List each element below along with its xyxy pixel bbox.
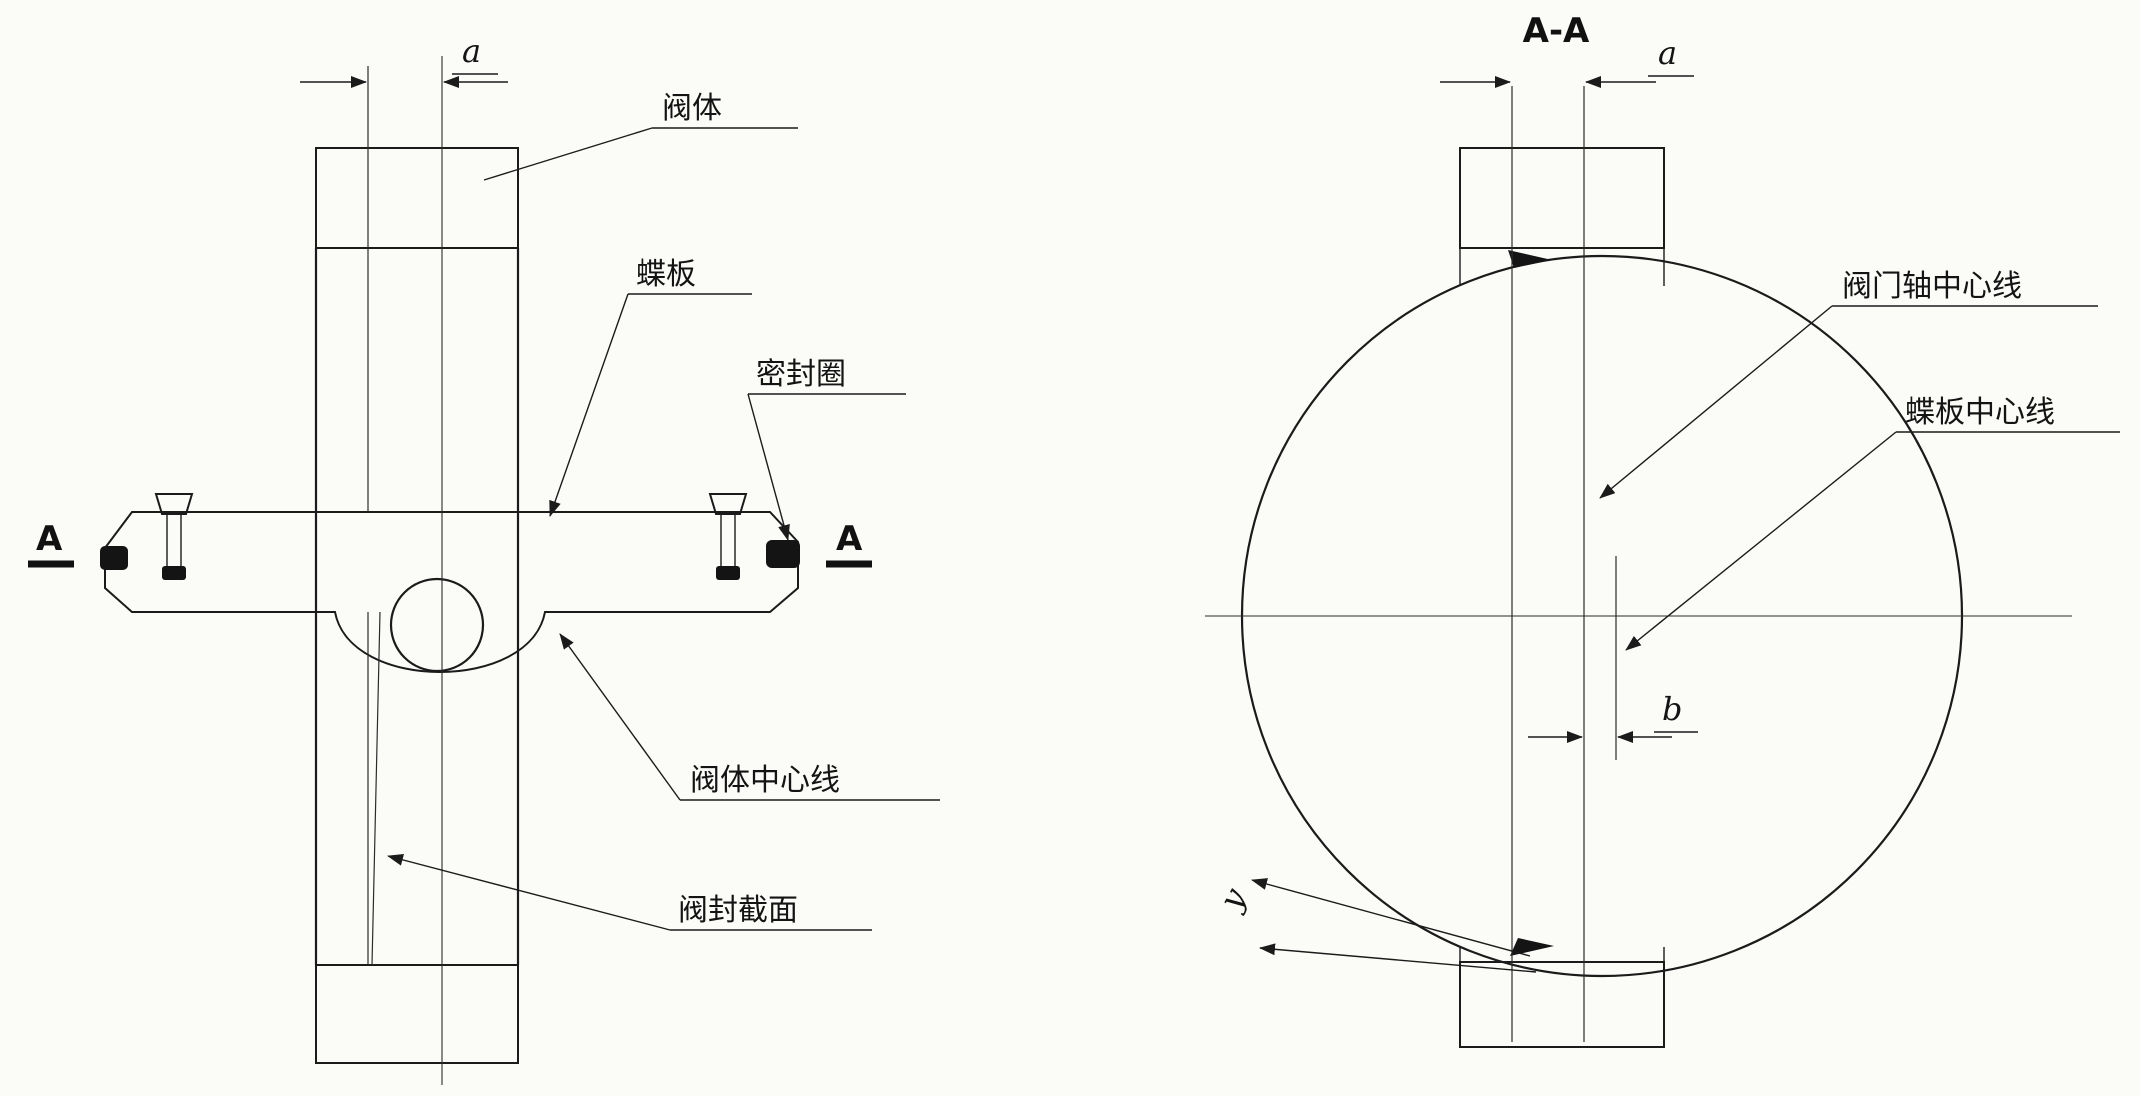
right-dimension-a: a <box>1440 34 1694 88</box>
gamma-line-lower <box>1259 943 1537 973</box>
right-view: A-A a 阀门轴中心线 蝶板中心线 <box>1205 11 2120 1048</box>
left-seal-ring <box>100 546 128 570</box>
left-bolt-tip <box>162 566 186 580</box>
label-seal-section: 阀封截面 <box>678 893 798 928</box>
section-markers: A A <box>28 519 872 568</box>
section-a-right-label: A <box>836 519 863 559</box>
disc-assembly <box>100 493 800 673</box>
right-bolt-pin <box>720 513 736 569</box>
right-bolt-head <box>708 493 748 515</box>
left-bolt-head <box>154 493 194 515</box>
right-seal-ring <box>766 540 800 568</box>
dim-a-label: a <box>1658 34 1677 72</box>
body-top-hatch <box>315 147 519 249</box>
label-valve-body: 阀体 <box>662 91 722 126</box>
leader-shaft-centerline <box>1599 305 1833 499</box>
label-seal-ring: 密封圈 <box>756 357 846 392</box>
section-a-left-label: A <box>36 519 63 559</box>
bottom-flange-hatch <box>1459 961 1665 1048</box>
view-title-a-a: A-A <box>1523 11 1590 51</box>
leader-valve-body <box>483 127 653 181</box>
callout-disc: 蝶板 <box>549 257 752 517</box>
callout-disc-centerline: 蝶板中心线 <box>1625 395 2120 651</box>
leader-disc <box>549 293 629 517</box>
leader-seal-ring <box>747 393 790 541</box>
top-flange-hatch <box>1459 147 1665 249</box>
callout-valve-body: 阀体 <box>483 91 798 181</box>
seal-section-slant-line <box>371 611 381 966</box>
label-shaft-centerline: 阀门轴中心线 <box>1842 269 2022 304</box>
callout-body-centerline: 阀体中心线 <box>559 633 940 801</box>
right-flanges <box>1459 147 1665 1048</box>
leader-disc-centerline <box>1625 431 1897 651</box>
label-disc: 蝶板 <box>636 257 696 292</box>
leader-body-centerline <box>559 633 681 801</box>
callout-seal-section: 阀封截面 <box>387 854 872 931</box>
dim-a-label: a <box>462 32 481 70</box>
right-bolt-tip <box>716 566 740 580</box>
dim-b-label: b <box>1662 690 1682 728</box>
left-view: a A A 阀体 蝶板 <box>28 32 940 1085</box>
top-key-detail <box>1508 250 1552 268</box>
callout-seal-ring: 密封圈 <box>747 357 906 541</box>
label-disc-centerline: 蝶板中心线 <box>1905 395 2055 430</box>
dim-gamma-label: y <box>1211 881 1254 917</box>
right-reference-lines <box>1205 86 2072 1042</box>
shaft-hub-circle <box>389 577 485 673</box>
right-dimension-b: b <box>1528 690 1698 743</box>
gamma-line-upper <box>1251 878 1531 957</box>
body-bottom-hatch <box>315 964 519 1064</box>
label-body-centerline: 阀体中心线 <box>690 763 840 798</box>
left-reference-lines <box>367 56 443 1085</box>
disc-plate <box>104 511 799 673</box>
left-bolt-pin <box>166 513 182 569</box>
leader-seal-section <box>387 854 671 931</box>
left-dimension-a: a <box>300 32 508 88</box>
valve-body-section <box>314 147 520 1064</box>
bottom-key-detail <box>1510 938 1554 956</box>
callout-shaft-centerline: 阀门轴中心线 <box>1599 269 2098 499</box>
